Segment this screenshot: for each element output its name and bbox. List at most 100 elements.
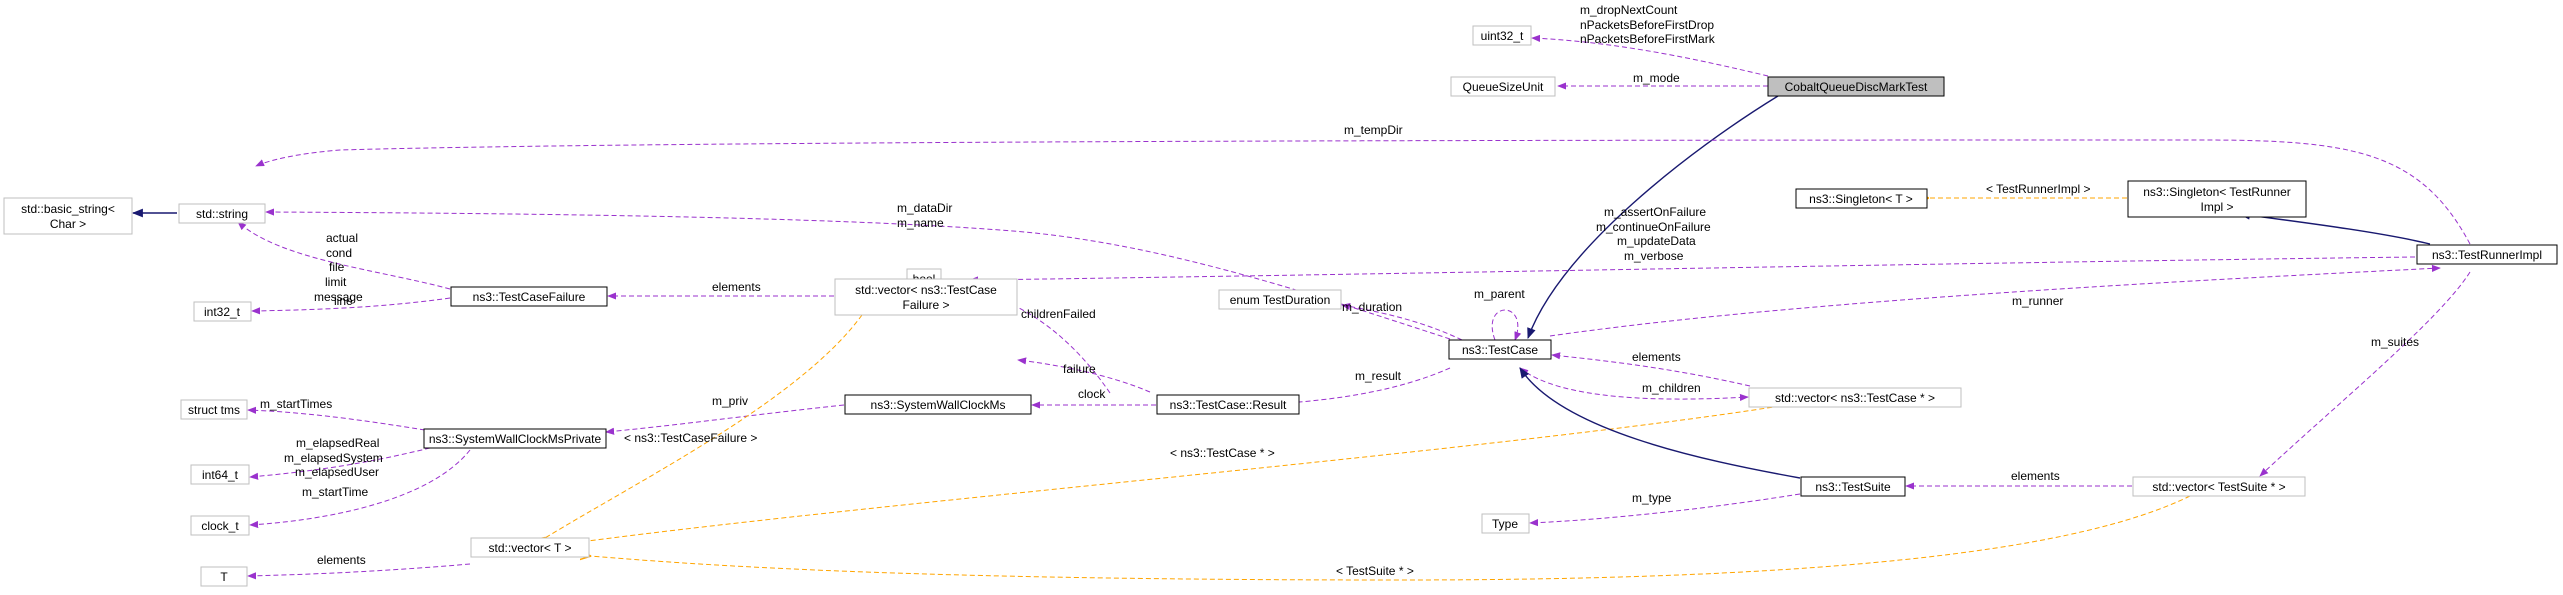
edge-label-childrenfailed: childrenFailed [1021,307,1096,321]
node-int64[interactable]: int64_t [190,464,250,485]
edge-label-type: m_type [1632,491,1672,505]
edge-label-tmpl-testcase: < ns3::TestCase * > [1170,446,1275,460]
node-label: uint32_t [1481,29,1524,43]
edge-label-datadir: m_dataDir [897,201,952,215]
node-label: int32_t [204,305,241,319]
node-test-case-failure[interactable]: ns3::TestCaseFailure [450,286,608,307]
node-int32[interactable]: int32_t [193,301,252,322]
edge-priv-clock [249,449,471,529]
edge-label-result: m_result [1355,369,1402,383]
edge-testcase-runner [1549,264,2441,337]
node-std-string[interactable]: std::string [178,203,266,224]
node-vector-test-suite-ptr[interactable]: std::vector< TestSuite * > [2132,476,2306,497]
node-label: std::vector< TestSuite * > [2152,480,2285,494]
node-test-case-result[interactable]: ns3::TestCase::Result [1156,394,1300,415]
edge-label-elapsed-system: m_elapsedSystem [284,451,383,465]
node-basic-string[interactable]: std::basic_string< Char > [3,197,133,235]
edge-label-packets-before-drop: nPacketsBeforeFirstDrop [1580,18,1714,32]
node-cobalt-queue-disc-mark-test[interactable]: CobaltQueueDiscMarkTest [1767,76,1945,97]
edge-label-parent: m_parent [1474,287,1525,301]
node-queue-size-unit[interactable]: QueueSizeUnit [1450,76,1556,97]
edge-label-update: m_updateData [1617,234,1696,248]
edge-runner-bool [969,256,2416,284]
node-struct-tms[interactable]: struct tms [180,399,248,420]
node-enum-test-duration[interactable]: enum TestDuration [1218,289,1342,310]
edge-failure-int32 [251,297,451,315]
node-label: ns3::TestCase::Result [1170,398,1287,412]
node-label: T [220,570,228,584]
node-vector-T[interactable]: std::vector< T > [470,537,590,558]
node-label: std::string [196,207,248,221]
edge-runner-singleton [2238,210,2431,245]
node-vector-test-case-failure[interactable]: std::vector< ns3::TestCase Failure > [834,278,1018,316]
edge-cobalt-testcase [1527,95,1779,340]
edge-label-tmpl-failure: < ns3::TestCaseFailure > [624,431,757,445]
edge-vectortestcase-vectorT [580,405,1781,542]
node-label-line2: Failure > [902,298,949,312]
edge-label-priv: m_priv [712,394,748,408]
edge-label-clock: clock [1078,387,1106,401]
node-uint32[interactable]: uint32_t [1472,25,1532,46]
node-label: ns3::TestCaseFailure [473,290,586,304]
node-test-suite[interactable]: ns3::TestSuite [1800,476,1906,497]
edge-label-elements-T: elements [317,553,366,567]
node-label: QueueSizeUnit [1463,80,1544,94]
edge-label-file: file [329,260,345,274]
edge-testcase-parent [1491,309,1522,341]
node-clock-t[interactable]: clock_t [190,515,250,536]
edge-label-message: message [314,290,363,304]
edge-label-elements-failure: elements [712,280,761,294]
node-label: std::vector< ns3::TestCase * > [1775,391,1935,405]
node-singleton-T[interactable]: ns3::Singleton< T > [1795,188,1928,209]
edge-vectorfailure-vectorT [545,314,863,538]
edge-label-elapsed-user: m_elapsedUser [295,465,379,479]
edge-testsuite-type [1529,493,1801,527]
node-label: ns3::TestCase [1462,343,1538,357]
edge-label-continue: m_continueOnFailure [1596,220,1711,234]
node-type[interactable]: Type [1481,513,1530,534]
edge-label-runner: m_runner [2012,294,2063,308]
node-label: clock_t [201,519,239,533]
edge-label-starttimes: m_startTimes [260,397,332,411]
edge-testcase-children [1519,367,1749,402]
edge-failure-string [237,221,451,290]
node-test-case[interactable]: ns3::TestCase [1448,339,1552,360]
edge-runner-suites [2259,271,2471,477]
node-vector-test-case-ptr[interactable]: std::vector< ns3::TestCase * > [1748,387,1962,408]
edge-testcase-result [1271,367,1451,408]
node-system-wall-clock-ms[interactable]: ns3::SystemWallClockMs [844,394,1032,415]
edge-testsuite-testcase [1519,367,1801,479]
node-label: struct tms [188,403,240,417]
edge-label-tmpl-runner: < TestRunnerImpl > [1986,182,2091,196]
node-label-line2: Char > [50,217,86,231]
edge-priv-tms [247,406,426,431]
edge-testcase-string [265,208,1451,340]
edge-cobalt-uint32 [1531,34,1769,77]
edge-vectorT-T [247,563,471,580]
edge-label-children: m_children [1642,381,1701,395]
node-label: ns3::SystemWallClockMs [871,398,1006,412]
node-label: ns3::Singleton< T > [1809,192,1913,206]
edge-testcase-duration [1341,302,1463,341]
node-system-wall-clock-ms-private[interactable]: ns3::SystemWallClockMsPrivate [423,428,607,449]
edge-label-drop-next-count: m_dropNextCount [1580,3,1678,17]
nodes: CobaltQueueDiscMarkTest uint32_t QueueSi… [3,25,2558,587]
edge-label-packets-before-mark: nPacketsBeforeFirstMark [1580,32,1716,46]
edge-runner-string-tempdir [255,139,2471,245]
node-T[interactable]: T [200,566,248,587]
node-singleton-test-runner-impl[interactable]: ns3::Singleton< TestRunner Impl > [2127,180,2307,218]
edge-label-tempdir: m_tempDir [1344,123,1403,137]
node-label: ns3::TestRunnerImpl [2432,248,2542,262]
edge-label-name: m_name [897,216,944,230]
node-test-runner-impl[interactable]: ns3::TestRunnerImpl [2416,244,2558,265]
edge-label-elapsed-real: m_elapsedReal [296,436,379,450]
node-label-line1: std::vector< ns3::TestCase [855,283,997,297]
node-label: Type [1492,517,1518,531]
edge-suites-vectorT [590,495,2191,581]
edges: m_dropNextCount nPacketsBeforeFirstDrop … [131,3,2471,581]
edge-label-cond: cond [326,246,352,260]
edge-label-suites: m_suites [2371,335,2419,349]
node-label: std::vector< T > [489,541,572,555]
